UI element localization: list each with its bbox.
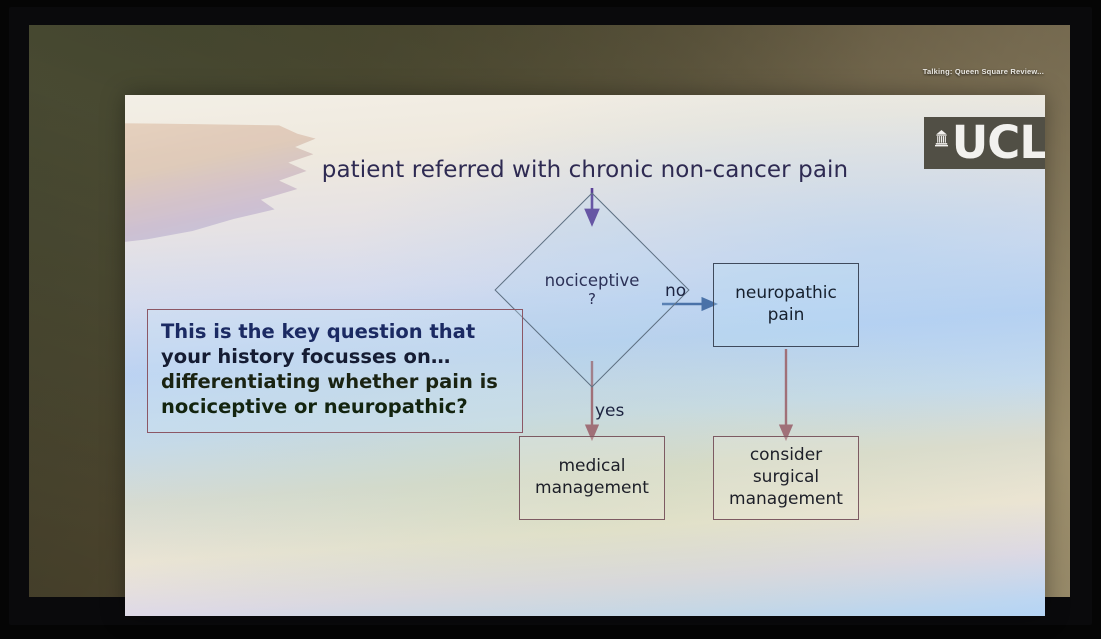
decision-node-nociceptive: nociceptive ? (494, 192, 690, 388)
node-surgical-line-3: management (729, 488, 843, 509)
node-surgical-line-2: surgical (752, 467, 820, 488)
node-surgical-line-1: consider (749, 445, 823, 466)
decision-node-label: nociceptive ? (523, 221, 661, 359)
ucl-logo: UCL (923, 115, 1045, 169)
broadcast-caption: Talking: Queen Square Review... (922, 67, 1044, 76)
node-neuropathic-line-1: neuropathic (735, 283, 837, 304)
node-neuropathic-pain: neuropathic pain (713, 263, 859, 347)
flowchart-diagram: nociceptive ? no yes neuropathic pain (125, 95, 1045, 616)
key-question-callout: This is the key question that your histo… (147, 309, 523, 433)
edge-label-yes: yes (595, 401, 625, 421)
television-bezel: Talking: Queen Square Review... (9, 7, 1092, 625)
node-consider-surgical-management: consider surgical management (713, 436, 859, 520)
slide-title: patient referred with chronic non-cancer… (321, 157, 849, 183)
node-medical-line-2: management (535, 478, 649, 498)
edge-label-no: no (665, 281, 687, 301)
ucl-portico-icon (934, 129, 949, 150)
key-question-line-2: your history focusses on… (161, 344, 451, 368)
decision-question-mark: ? (588, 289, 596, 308)
television-screen: Talking: Queen Square Review... (29, 25, 1070, 616)
decision-label-text: nociceptive (544, 270, 640, 290)
node-medical-management: medical management (519, 436, 665, 520)
node-medical-line-1: medical (558, 456, 626, 477)
presentation-slide: UCL patient referred with chronic non-ca… (125, 95, 1045, 616)
node-neuropathic-line-2: pain (767, 305, 805, 325)
key-question-line-1: This is the key question that (161, 320, 476, 343)
key-question-line-4: nociceptive or neuropathic? (161, 394, 468, 418)
key-question-line-3: differentiating whether pain is (161, 369, 498, 393)
ucl-wordmark: UCL (951, 115, 1045, 169)
